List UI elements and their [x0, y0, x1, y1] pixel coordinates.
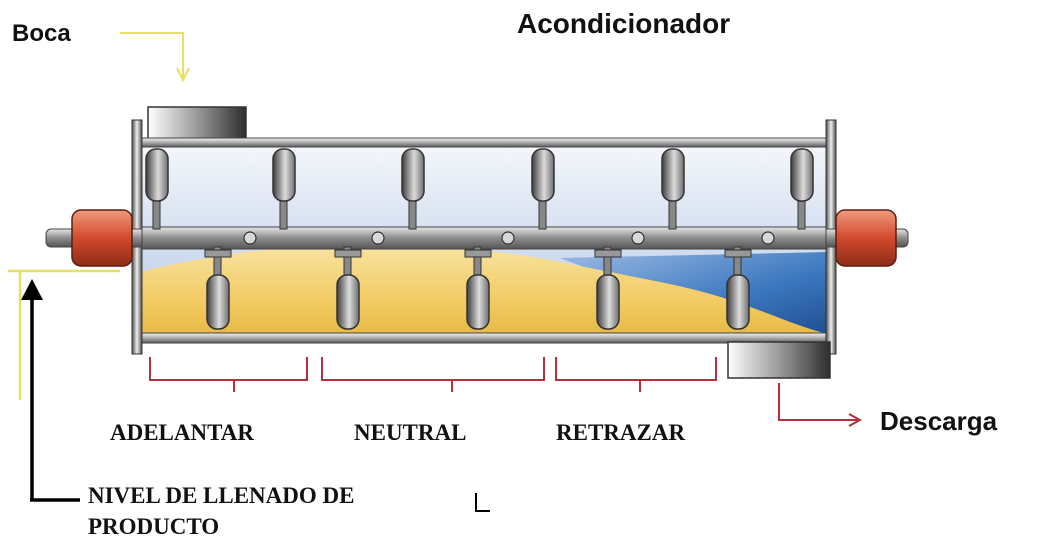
- shaft-couplings: [243, 231, 775, 245]
- fill-level-indicator: [8, 269, 490, 512]
- upper-paddle-5: [661, 148, 685, 230]
- bracket-retrazar: [555, 357, 717, 392]
- zone-brackets: [149, 357, 717, 392]
- lower-paddle-2: [334, 246, 362, 330]
- zone-label-neutral: NEUTRAL: [354, 420, 467, 445]
- lower-paddle-4: [594, 246, 622, 330]
- inlet-chute: [147, 106, 247, 144]
- inlet-label: Boca: [12, 20, 71, 47]
- upper-paddle-1: [145, 148, 169, 230]
- shaft-hub-band: [141, 226, 827, 250]
- bracket-neutral: [321, 357, 545, 392]
- fill-level-label-line1: NIVEL DE LLENADO DE: [88, 483, 355, 508]
- drum-top-wall: [137, 137, 831, 148]
- upper-paddle-4: [531, 148, 555, 230]
- right-bearing: [835, 209, 897, 267]
- inlet-arrow: [120, 32, 190, 83]
- upper-paddles: [145, 148, 814, 230]
- lower-paddle-5: [724, 246, 752, 330]
- lower-paddle-1: [204, 246, 232, 330]
- zone-label-retrazar: RETRAZAR: [556, 420, 686, 445]
- fill-level-label-line2: PRODUCTO: [88, 514, 220, 539]
- upper-paddle-6: [790, 148, 814, 230]
- diagram-title: Acondicionador: [517, 8, 731, 39]
- upper-paddle-2: [272, 148, 296, 230]
- outlet-label: Descarga: [880, 406, 998, 436]
- left-bearing: [71, 209, 133, 267]
- zone-label-adelantar: ADELANTAR: [110, 420, 254, 445]
- discharge-chute: [727, 341, 831, 379]
- upper-paddle-3: [401, 148, 425, 230]
- lower-paddles: [204, 246, 752, 330]
- outlet-arrow: [778, 383, 863, 427]
- drum-bottom-wall: [137, 332, 831, 344]
- bracket-adelantar: [149, 357, 308, 392]
- lower-paddle-3: [464, 246, 492, 330]
